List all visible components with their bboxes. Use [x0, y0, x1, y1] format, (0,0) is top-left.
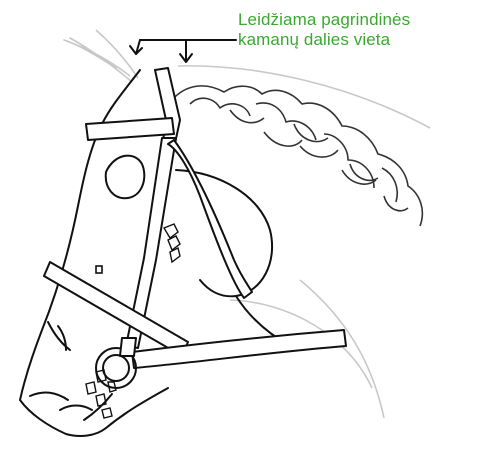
annotation-line-2: kamanų dalies vieta — [238, 30, 473, 50]
bit-connector — [120, 338, 136, 356]
annotation-label: Leidžiama pagrindinės kamanų dalies viet… — [238, 10, 473, 50]
skin-mark — [96, 266, 102, 273]
throatlash-strap — [168, 140, 252, 298]
down-arrow-icon — [130, 40, 236, 62]
ear-outline — [64, 30, 138, 82]
bit-ring-inner — [103, 355, 129, 381]
nostril — [48, 322, 70, 350]
annotation-line-1: Leidžiama pagrindinės — [238, 10, 473, 30]
bridle-straps-illustration — [44, 68, 346, 388]
browband-strap — [86, 118, 174, 140]
eye — [106, 156, 145, 199]
neck-outline — [178, 66, 430, 418]
